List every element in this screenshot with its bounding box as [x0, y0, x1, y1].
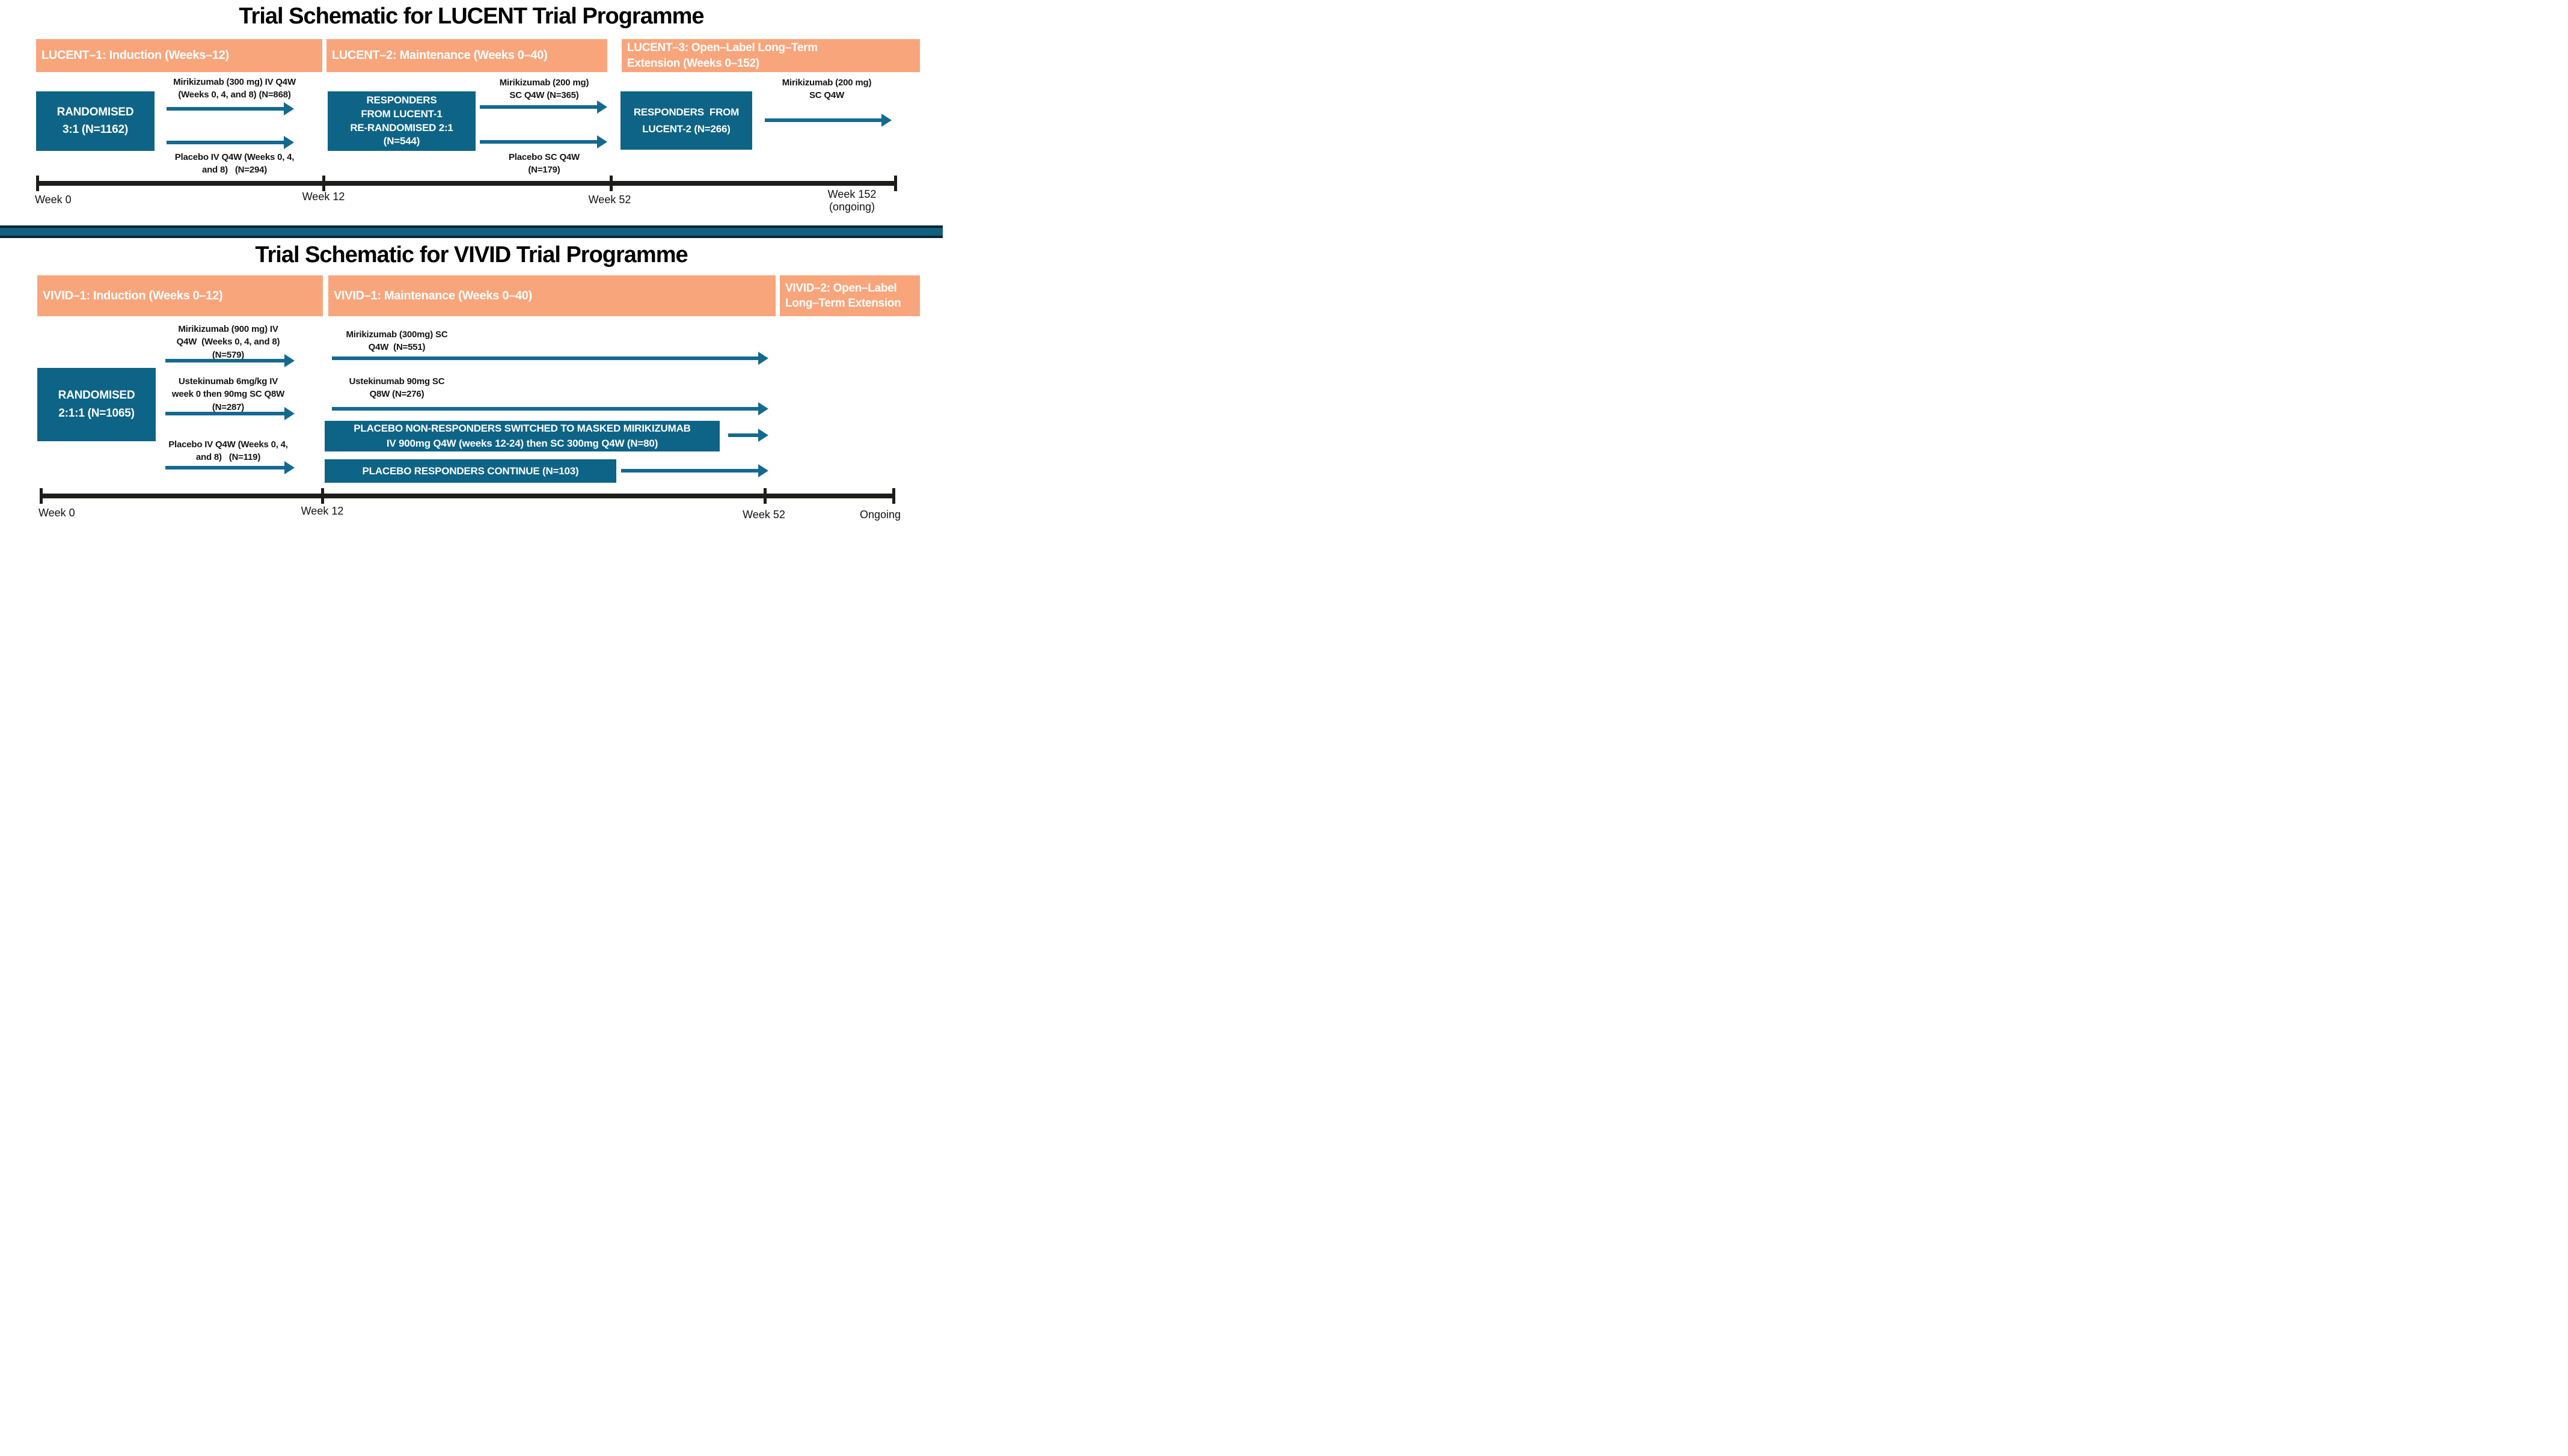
- lucent-week12-label: Week 12: [302, 191, 345, 203]
- vivid-placebo-responders-box: PLACEBO RESPONDERS CONTINUE (N=103): [325, 459, 616, 483]
- arrow-lucent-induction-placebo: [167, 136, 294, 149]
- phase-bar-vivid-2-label: VIVID–2: Open–Label Long–Term Extension: [785, 281, 901, 310]
- vivid-timeline-bar: [41, 494, 895, 498]
- lucent-tick-week0: [36, 176, 39, 191]
- vivid-week12-label: Week 12: [301, 505, 344, 517]
- arrow-vivid-induction-placebo: [165, 461, 295, 474]
- lucent-randomised-box: RANDOMISED 3:1 (N=1162): [36, 91, 155, 151]
- vivid-maintenance-ustekinumab-label: Ustekinumab 90mg SC Q8W (N=276): [349, 376, 445, 400]
- arrow-vivid-placebo-responders: [621, 464, 768, 477]
- lucent-responders1-box: RESPONDERS FROM LUCENT-1 RE-RANDOMISED 2…: [328, 91, 476, 151]
- phase-bar-lucent-2-label: LUCENT–2: Maintenance (Weeks 0–40): [332, 49, 548, 63]
- lucent-induction-active-label: Mirikizumab (300 mg) IV Q4W (Weeks 0, 4,…: [173, 77, 296, 100]
- lucent-maintenance-placebo-label: Placebo SC Q4W (N=179): [508, 152, 580, 176]
- arrow-lucent-induction-active: [167, 102, 294, 115]
- arrow-lucent-maintenance-placebo: [480, 135, 607, 148]
- phase-bar-lucent-3: LUCENT–3: Open–Label Long–Term Extension…: [622, 39, 920, 72]
- lucent-extension-active-label: Mirikizumab (200 mg) SC Q4W: [782, 78, 872, 101]
- vivid-placebo-nonresponders-box: PLACEBO NON-RESPONDERS SWITCHED TO MASKE…: [325, 421, 720, 451]
- phase-bar-lucent-2: LUCENT–2: Maintenance (Weeks 0–40): [326, 39, 607, 72]
- phase-bar-vivid-1-maintenance: VIVID–1: Maintenance (Weeks 0–40): [328, 275, 776, 316]
- vivid-tick-end: [892, 488, 895, 504]
- lucent-tick-week12: [322, 176, 325, 191]
- vivid-ongoing-label: Ongoing: [859, 509, 901, 521]
- phase-bar-lucent-3-label: LUCENT–3: Open–Label Long–Term Extension…: [627, 41, 818, 70]
- section-divider-bar: [0, 225, 943, 238]
- lucent-week52-label: Week 52: [588, 194, 631, 206]
- phase-bar-vivid-1-maintenance-label: VIVID–1: Maintenance (Weeks 0–40): [334, 289, 532, 302]
- lucent-week152-label: Week 152 (ongoing): [827, 188, 877, 213]
- arrow-lucent-maintenance-active: [480, 100, 607, 114]
- lucent-tick-week152: [894, 176, 897, 191]
- arrow-vivid-maintenance-ustekinumab: [332, 402, 768, 415]
- vivid-induction-placebo-label: Placebo IV Q4W (Weeks 0, 4, and 8) (N=11…: [168, 439, 288, 463]
- arrow-vivid-maintenance-mirikizumab: [332, 352, 768, 365]
- phase-bar-vivid-2: VIVID–2: Open–Label Long–Term Extension: [780, 275, 920, 316]
- vivid-randomised-box: RANDOMISED 2:1:1 (N=1065): [37, 368, 156, 441]
- lucent-maintenance-active-label: Mirikizumab (200 mg) SC Q4W (N=365): [499, 78, 589, 101]
- lucent-randomised-line-2: 3:1 (N=1162): [62, 123, 129, 136]
- phase-bar-lucent-1-label: LUCENT–1: Induction (Weeks–12): [41, 49, 229, 63]
- vivid-week0-label: Week 0: [38, 507, 75, 519]
- lucent-randomised-line-1: RANDOMISED: [57, 106, 134, 118]
- vivid-tick-week12: [321, 488, 324, 504]
- phase-bar-lucent-1: LUCENT–1: Induction (Weeks–12): [36, 39, 322, 72]
- lucent-tick-week52: [610, 176, 613, 191]
- phase-bar-vivid-1-induction-label: VIVID–1: Induction (Weeks 0–12): [43, 289, 223, 302]
- vivid-induction-ustekinumab-label: Ustekinumab 6mg/kg IV week 0 then 90mg S…: [171, 376, 285, 412]
- vivid-induction-mirikizumab-label: Mirikizumab (900 mg) IV Q4W (Weeks 0, 4,…: [176, 324, 280, 360]
- phase-bar-vivid-1-induction: VIVID–1: Induction (Weeks 0–12): [37, 275, 323, 316]
- arrow-vivid-induction-mirikizumab: [165, 354, 295, 367]
- vivid-title: Trial Schematic for VIVID Trial Programm…: [255, 242, 688, 268]
- vivid-maintenance-mirikizumab-label: Mirikizumab (300mg) SC Q4W (N=551): [346, 329, 448, 353]
- vivid-week52-label: Week 52: [743, 509, 785, 521]
- lucent-responders2-box: RESPONDERS FROM LUCENT-2 (N=266): [621, 91, 752, 150]
- lucent-induction-placebo-label: Placebo IV Q4W (Weeks 0, 4, and 8) (N=29…: [174, 152, 295, 176]
- lucent-timeline-bar: [37, 181, 897, 186]
- trial-schematic-diagram: Trial Schematic for LUCENT Trial Program…: [0, 0, 943, 534]
- arrow-vivid-induction-ustekinumab: [165, 407, 295, 420]
- vivid-tick-week0: [40, 488, 43, 504]
- lucent-title: Trial Schematic for LUCENT Trial Program…: [239, 4, 704, 29]
- arrow-lucent-extension: [765, 114, 892, 127]
- arrow-vivid-placebo-nonresponders: [728, 429, 768, 442]
- vivid-tick-week52: [764, 488, 767, 504]
- lucent-week0-label: Week 0: [35, 194, 72, 206]
